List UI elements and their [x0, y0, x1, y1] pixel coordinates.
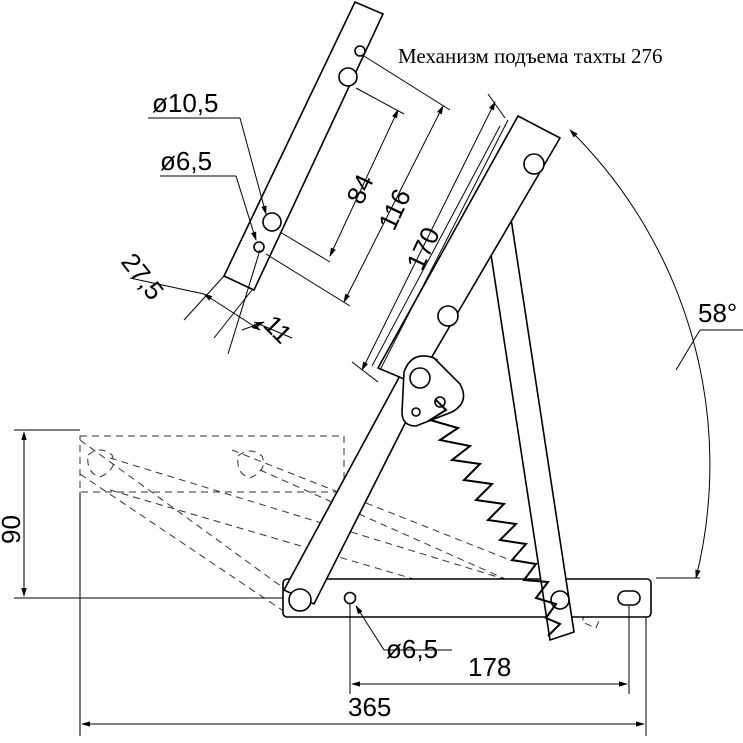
label-hole-large: ø10,5	[152, 88, 219, 118]
drawing-title: Механизм подъема тахты 276	[398, 44, 662, 68]
plate-hole-bottom-small	[253, 241, 265, 253]
dim-90: 90	[0, 429, 283, 599]
label-hole-small: ø6,5	[160, 146, 212, 176]
plate-hole-bottom-large	[262, 212, 282, 232]
link-plate	[401, 355, 465, 427]
support-arm	[485, 210, 575, 642]
top-bracket	[371, 114, 562, 386]
label-178: 178	[468, 652, 511, 682]
bracket-hole-bottom	[437, 305, 459, 327]
spring	[427, 399, 562, 637]
dim-365: 365	[79, 492, 647, 736]
plate-hole-top-large	[338, 67, 358, 87]
dim-hole-small: ø6,5	[160, 146, 257, 241]
base-slot	[617, 590, 641, 606]
dim-178: 178	[349, 604, 630, 694]
main-arm-pivot	[288, 588, 312, 612]
dim-base-hole: ø6,5	[355, 605, 452, 664]
bracket-hole-top	[523, 153, 545, 175]
label-base-hole: ø6,5	[386, 634, 438, 664]
dim-angle: 58°	[569, 129, 743, 579]
label-11: 11	[258, 309, 298, 349]
base-bar	[282, 578, 652, 618]
label-365: 365	[348, 692, 391, 722]
label-90: 90	[0, 515, 26, 544]
plate-hole-top-small	[354, 45, 366, 57]
label-27-5: 27,5	[115, 247, 170, 305]
link-plate-hole	[409, 367, 431, 389]
base-hole-small	[343, 591, 357, 605]
dim-hole-large: ø10,5	[148, 88, 267, 215]
link-plate-hole-small	[411, 407, 421, 417]
label-116: 116	[372, 184, 417, 234]
label-angle: 58°	[698, 298, 737, 328]
link-plate-hook	[434, 396, 446, 408]
label-84: 84	[340, 170, 379, 209]
